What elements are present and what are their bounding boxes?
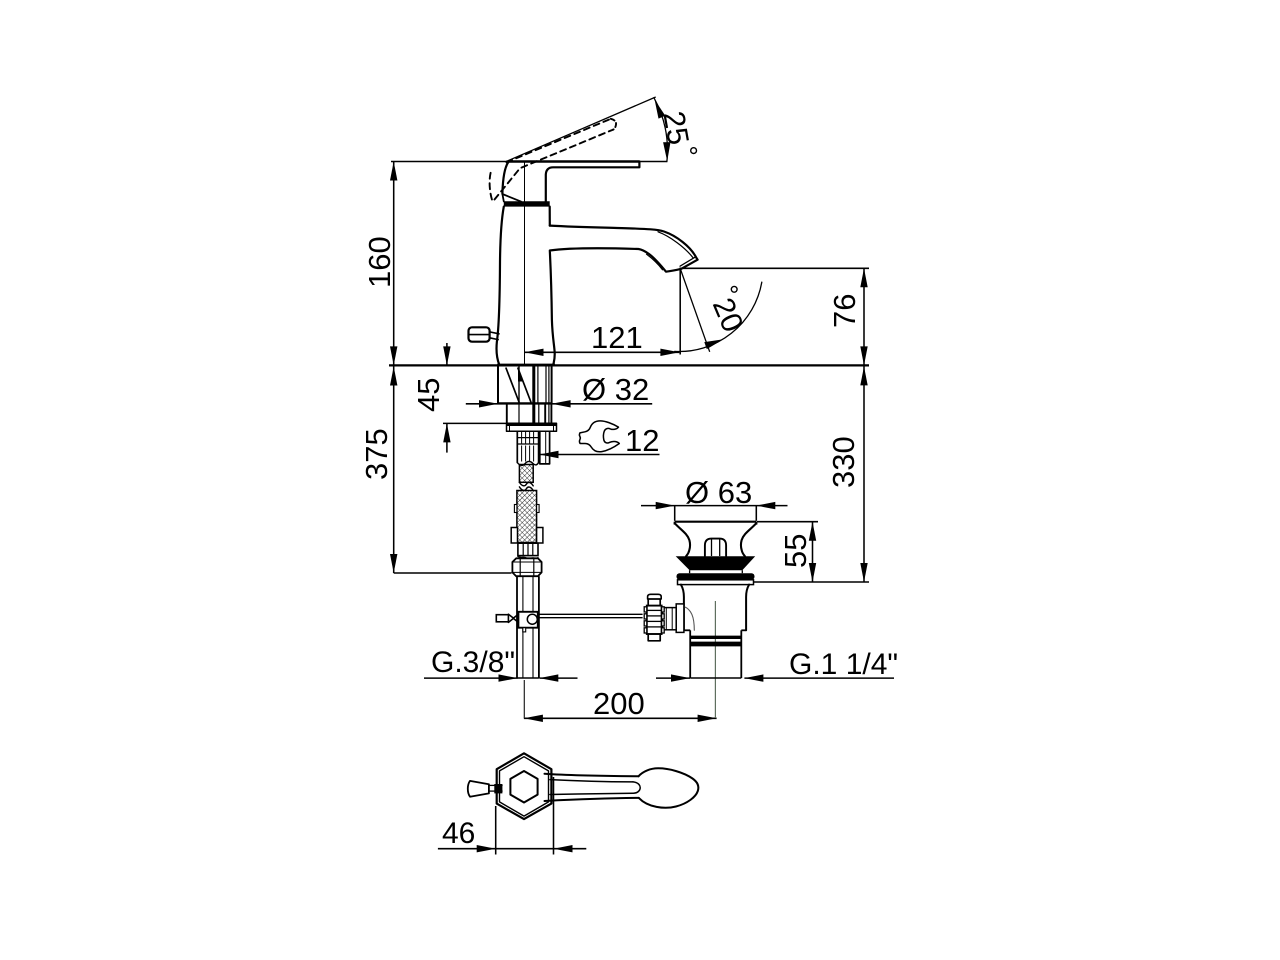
svg-text:Ø 32: Ø 32 [582, 372, 649, 407]
svg-text:121: 121 [591, 320, 643, 355]
svg-text:Ø 63: Ø 63 [685, 475, 752, 510]
svg-text:12: 12 [625, 423, 659, 458]
svg-text:46: 46 [442, 817, 475, 850]
svg-text:55: 55 [778, 534, 813, 568]
svg-text:76: 76 [827, 294, 862, 328]
svg-text:25: 25 [656, 109, 694, 148]
svg-text:330: 330 [826, 436, 861, 488]
svg-text:375: 375 [359, 428, 394, 480]
svg-text:160: 160 [362, 236, 397, 288]
svg-text:G.1 1/4": G.1 1/4" [789, 648, 898, 681]
svg-text:200: 200 [593, 686, 645, 721]
svg-text:G.3/8": G.3/8" [431, 646, 515, 679]
svg-text:45: 45 [411, 378, 446, 412]
